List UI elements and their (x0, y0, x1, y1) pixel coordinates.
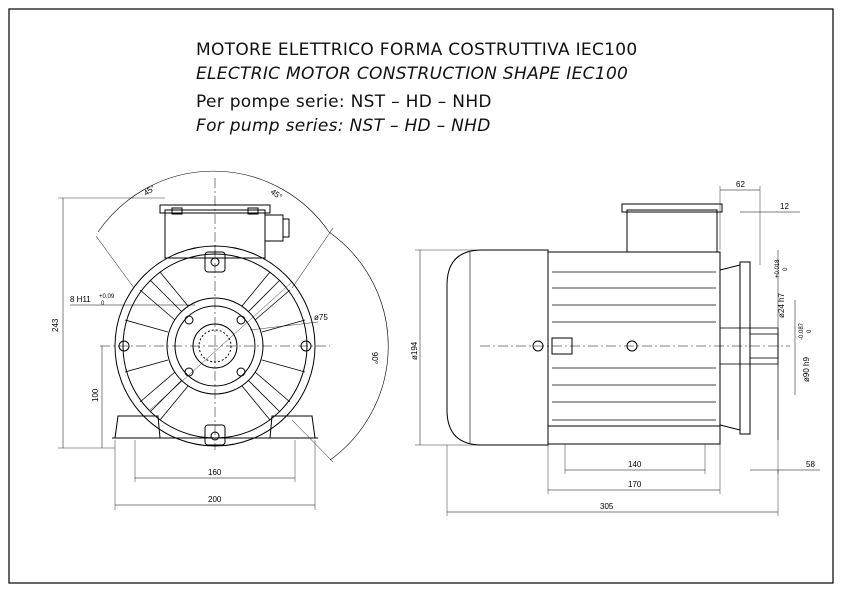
spigot-dia-label: ø90 h9 (802, 357, 811, 382)
spigot-tol-lower: 0 (807, 329, 813, 333)
key-tol-lower: 0 (101, 301, 105, 307)
angle-right-label: 45° (269, 187, 284, 201)
title-english: ELECTRIC MOTOR CONSTRUCTION SHAPE IEC100 (196, 64, 629, 84)
shaft-height-label: 100 (91, 388, 100, 402)
body-dia-label: ø194 (410, 341, 419, 360)
front-view (58, 170, 389, 510)
top-offset-label: 62 (736, 180, 745, 189)
shaft-tol-upper: +0.018 (775, 259, 781, 278)
shaft-tol-lower: 0 (783, 267, 789, 271)
title-italian: MOTORE ELETTRICO FORMA COSTRUTTIVA IEC10… (196, 40, 638, 60)
side-view (415, 186, 820, 516)
shaft-dia-label: ø24 h7 (777, 293, 786, 318)
spigot-tol-upper: -0.087 (799, 322, 805, 340)
side-foot-length-label: 170 (628, 480, 642, 489)
angle-arc-label: 90° (370, 352, 379, 364)
series-italian: Per pompe serie: NST – HD – NHD (196, 92, 492, 112)
sheet-border (8, 8, 834, 584)
front-foot-width-label: 200 (208, 495, 222, 504)
shaft-length-label: 58 (806, 460, 815, 469)
key-width-label: 8 H11 (70, 295, 91, 304)
side-foot-holes-label: 140 (628, 460, 642, 469)
flange-thk-label: 12 (780, 202, 789, 211)
bolt-circle-label: ø75 (314, 313, 328, 322)
height-total-label: 243 (51, 318, 60, 332)
angle-left-label: 45° (142, 183, 157, 197)
series-english: For pump series: NST – HD – NHD (196, 116, 491, 136)
key-tol-upper: +0.09 (99, 294, 115, 300)
total-length-label: 305 (600, 502, 614, 511)
front-foot-holes-label: 160 (208, 468, 222, 477)
